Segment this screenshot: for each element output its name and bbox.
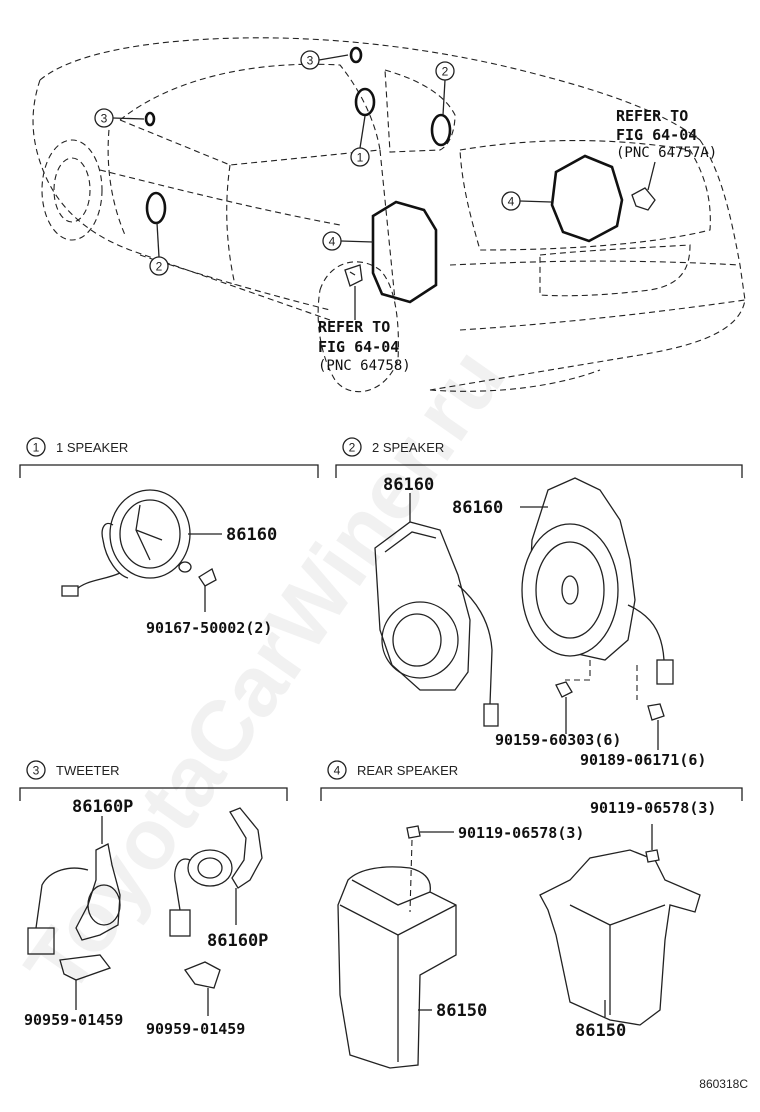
svg-text:4: 4 xyxy=(329,235,336,249)
section-3-header: 3 TWEETER xyxy=(19,760,288,801)
section-2-header: 2 2 SPEAKER xyxy=(335,437,743,478)
part-label-90167-50002: 90167-50002(2) xyxy=(146,619,272,637)
section-2-speaker-left xyxy=(374,493,499,727)
part-label-86160-s2b: 86160 xyxy=(452,498,503,518)
section-2-speaker-right xyxy=(520,477,674,700)
callout-car-3b: 3 xyxy=(94,108,114,128)
drawing-code: 860318C xyxy=(699,1077,748,1091)
marker-rear-speaker-back xyxy=(550,154,624,243)
marker-tweeter-rear xyxy=(349,46,363,64)
section-1-header: 1 1 SPEAKER xyxy=(19,437,319,478)
svg-text:2: 2 xyxy=(442,65,449,79)
svg-text:(PNC 64757A): (PNC 64757A) xyxy=(616,145,717,161)
svg-text:TWEETER: TWEETER xyxy=(56,763,120,778)
part-label-86160-s2a: 86160 xyxy=(383,475,434,495)
svg-text:REAR SPEAKER: REAR SPEAKER xyxy=(357,763,458,778)
callout-car-4a: 4 xyxy=(322,231,342,251)
section-4-header: 4 REAR SPEAKER xyxy=(320,760,743,801)
part-label-90119-06578-b: 90119-06578(3) xyxy=(590,799,716,817)
svg-text:3: 3 xyxy=(307,54,314,68)
svg-text:3: 3 xyxy=(101,112,108,126)
marker-speaker-2-rear xyxy=(430,113,452,147)
svg-text:2 SPEAKER: 2 SPEAKER xyxy=(372,440,444,455)
svg-text:FIG 64-04: FIG 64-04 xyxy=(318,338,399,356)
marker-speaker-2-front xyxy=(145,191,167,225)
refer-note-rear: REFER TO FIG 64-04 (PNC 64757A) xyxy=(616,107,717,161)
part-label-90159-60303: 90159-60303(6) xyxy=(495,731,621,749)
section-2-fasteners xyxy=(555,681,665,750)
part-label-86160-s1: 86160 xyxy=(226,525,277,545)
car-body-outline xyxy=(32,37,746,393)
part-label-86150-b: 86150 xyxy=(575,1021,626,1041)
svg-text:2: 2 xyxy=(156,260,163,274)
refer-note-front: REFER TO FIG 64-04 (PNC 64758) xyxy=(318,318,411,374)
part-label-86160P-b: 86160P xyxy=(207,931,268,951)
part-label-90959-01459-b: 90959-01459 xyxy=(146,1020,245,1038)
section-1-speaker-illustration xyxy=(61,489,222,612)
part-label-90119-06578-a: 90119-06578(3) xyxy=(458,824,584,842)
part-label-90959-01459-a: 90959-01459 xyxy=(24,1011,123,1029)
svg-text:1: 1 xyxy=(33,441,40,455)
car-brackets xyxy=(344,187,656,287)
part-label-86160P-a: 86160P xyxy=(72,797,133,817)
svg-text:REFER TO: REFER TO xyxy=(318,318,390,336)
svg-text:4: 4 xyxy=(334,764,341,778)
marker-speaker-1 xyxy=(354,87,376,117)
section-4-rear-speaker-right xyxy=(539,824,701,1026)
callout-car-2a: 2 xyxy=(435,61,455,81)
svg-text:REFER TO: REFER TO xyxy=(616,107,688,125)
car-callout-leaders xyxy=(112,54,656,320)
marker-rear-speaker-side xyxy=(371,200,438,304)
part-label-90189-06171: 90189-06171(6) xyxy=(580,751,706,769)
part-label-86150-a: 86150 xyxy=(436,1001,487,1021)
svg-text:2: 2 xyxy=(349,441,356,455)
section-3-tweeter-right xyxy=(169,807,263,1016)
section-3-tweeter-left xyxy=(27,816,121,1010)
callout-car-3a: 3 xyxy=(300,50,320,70)
svg-text:3: 3 xyxy=(33,764,40,778)
svg-text:1 SPEAKER: 1 SPEAKER xyxy=(56,440,128,455)
svg-text:(PNC 64758): (PNC 64758) xyxy=(318,358,411,374)
svg-text:1: 1 xyxy=(357,151,364,165)
svg-text:4: 4 xyxy=(508,195,515,209)
section-4-rear-speaker-left xyxy=(337,825,457,1069)
callout-car-2b: 2 xyxy=(149,256,169,276)
callout-car-4b: 4 xyxy=(501,191,521,211)
callout-car-1: 1 xyxy=(350,147,370,167)
car-speaker-markers xyxy=(144,46,624,304)
marker-tweeter-front xyxy=(144,111,156,127)
svg-text:FIG 64-04: FIG 64-04 xyxy=(616,126,697,144)
